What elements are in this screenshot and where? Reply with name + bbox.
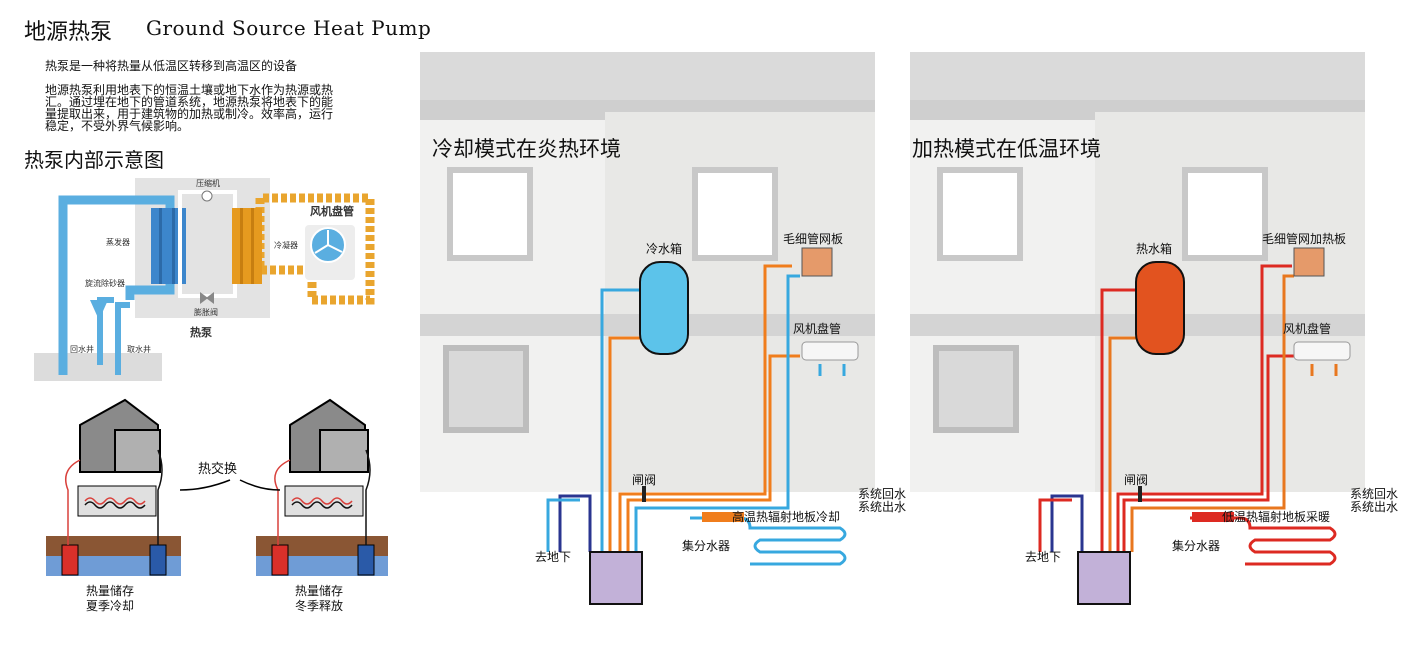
capillary-heating-label: 毛细管网加热板 xyxy=(1262,232,1347,246)
compressor-icon xyxy=(201,190,213,202)
winter-caption-2: 冬季释放 xyxy=(295,598,343,613)
capillary-heating-panel xyxy=(1293,247,1325,277)
schematic-heading: 热泵内部示意图 xyxy=(24,148,164,172)
window-1 xyxy=(937,167,1023,261)
system-return-label: 系统回水 xyxy=(1350,487,1399,501)
manifold xyxy=(702,512,744,522)
hot-tank-label: 热水箱 xyxy=(1136,242,1173,256)
heat-pump-unit xyxy=(1077,551,1131,605)
gate-valve-label: 闸阀 xyxy=(1124,473,1149,487)
cold-tank xyxy=(639,261,689,355)
expansion-valve-icon xyxy=(200,292,208,304)
intro-line: 稳定，不受外界气候影响。 xyxy=(45,119,190,133)
cooling-mode-title: 冷却模式在炎热环境 xyxy=(432,137,621,161)
gate-valve-label: 闸阀 xyxy=(632,473,657,487)
floor-coil xyxy=(690,516,847,566)
heating-mode-title: 加热模式在低温环境 xyxy=(912,137,1101,161)
intro-line: 地源热泵利用地表下的恒温土壤或地下水作为热源或热 xyxy=(45,83,334,97)
heat-exchange-diagram: 热交换 热量储存 夏季冷却 热量储存 冬季释放 xyxy=(46,398,388,613)
hot-tank xyxy=(1135,261,1185,355)
page-title-english: Ground Source Heat Pump xyxy=(146,16,432,40)
to-ground-label: 去地下 xyxy=(1025,550,1062,564)
expansion-valve-label: 膨胀阀 xyxy=(194,307,218,317)
fan-coil-unit xyxy=(1293,341,1351,361)
gate-valve-icon xyxy=(1138,486,1142,502)
window-3 xyxy=(443,345,529,433)
well-hot-left xyxy=(61,544,79,576)
compressor-label: 压缩机 xyxy=(196,178,220,188)
exchange-arrow-left xyxy=(179,479,231,491)
sand-remover-label: 旋流除砂器 xyxy=(85,278,125,288)
floor-cooling-label: 高温热辐射地板冷却 xyxy=(732,510,841,524)
heat-pump-unit xyxy=(589,551,643,605)
evaporator-label: 蒸发器 xyxy=(106,237,130,247)
manifold-label: 集分水器 xyxy=(1172,539,1221,553)
heat-pump-schematic: 压缩机 蒸发器 冷凝器 风机盘管 膨胀阀 热泵 旋流除砂器 回水井 取水井 xyxy=(34,178,375,381)
summer-house xyxy=(46,398,181,576)
system-return-label: 系统回水 xyxy=(858,487,907,501)
heating-building xyxy=(910,52,1365,612)
fan-coil-label: 风机盘管 xyxy=(793,322,842,336)
window-2 xyxy=(692,167,778,261)
sand-remover-shape xyxy=(90,300,108,320)
heat-pump-label: 热泵 xyxy=(190,325,212,339)
return-well-label: 回水井 xyxy=(70,344,94,354)
gate-valve-icon xyxy=(642,486,646,502)
capillary-label: 毛细管网板 xyxy=(783,232,844,246)
intro-line: 量提取出来，用于建筑物的加热或制冷。效率高，运行 xyxy=(45,107,334,121)
page-title: 地源热泵 xyxy=(24,20,113,45)
summer-caption-1: 热量储存 xyxy=(86,583,134,598)
window-3 xyxy=(933,345,1019,433)
fan-coil-label: 风机盘管 xyxy=(310,204,354,218)
winter-caption-1: 热量储存 xyxy=(295,583,343,598)
well-hot-right xyxy=(271,544,289,576)
to-ground-label: 去地下 xyxy=(535,550,572,564)
capillary-panel xyxy=(801,247,833,277)
fan-coil-label: 风机盘管 xyxy=(1283,322,1332,336)
floor-heating-label: 低温热辐射地板采暖 xyxy=(1222,510,1331,524)
window-1 xyxy=(447,167,533,261)
intake-well-label: 取水井 xyxy=(127,344,151,354)
fan-coil-unit xyxy=(801,341,859,361)
winter-house xyxy=(256,398,388,576)
intake-pipe xyxy=(115,302,130,375)
system-supply-label: 系统出水 xyxy=(1350,500,1399,514)
manifold xyxy=(1192,512,1234,522)
exchanger-left xyxy=(77,485,157,517)
floor-coil xyxy=(1190,516,1337,566)
window-2 xyxy=(1182,167,1268,261)
manifold-label: 集分水器 xyxy=(682,539,731,553)
well-cold-left xyxy=(149,544,167,576)
cold-tank-label: 冷水箱 xyxy=(646,242,683,256)
exchanger-right xyxy=(284,485,364,517)
well-cold-right xyxy=(357,544,375,576)
summer-caption-2: 夏季冷却 xyxy=(86,599,134,613)
intro-line: 汇。通过埋在地下的管道系统，地源热泵将地表下的能 xyxy=(45,95,334,109)
cooling-building xyxy=(420,52,875,612)
heat-exchange-label: 热交换 xyxy=(198,461,237,477)
condenser-coil xyxy=(232,208,262,284)
condenser-label: 冷凝器 xyxy=(274,240,298,250)
intro-definition: 热泵是一种将热量从低温区转移到高温区的设备 xyxy=(45,59,298,73)
exchange-arrow-right xyxy=(239,479,281,491)
system-supply-label: 系统出水 xyxy=(858,500,907,514)
